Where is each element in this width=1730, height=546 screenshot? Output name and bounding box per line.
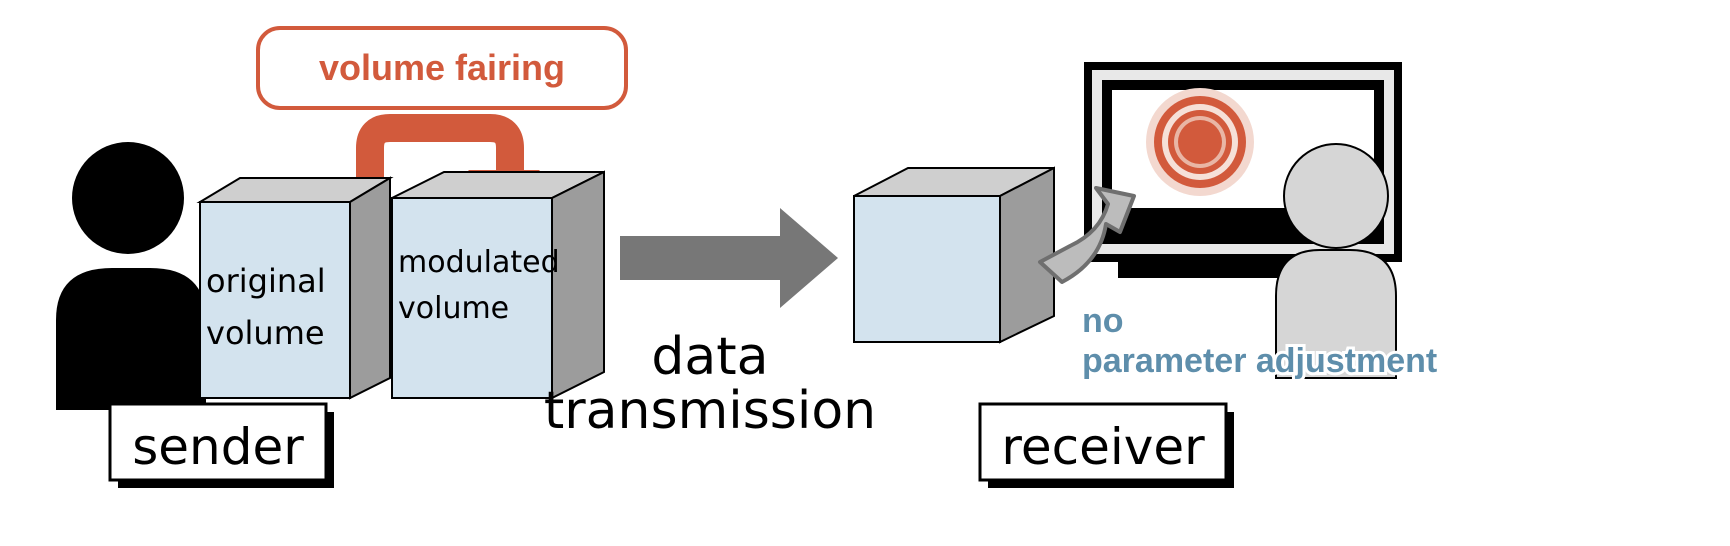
receiver-person-icon xyxy=(1275,143,1397,379)
receiver-label-box: receiver xyxy=(978,402,1234,488)
concentric-rings-icon xyxy=(1146,88,1254,196)
sender-label: sender xyxy=(132,418,304,476)
no-adjustment-label-line1: no xyxy=(1082,302,1124,340)
no-adjustment-label-line2: parameter adjustment xyxy=(1082,342,1437,380)
sender-person-icon xyxy=(56,142,206,410)
original-volume-label-line2: volume xyxy=(206,314,325,352)
receiver-label: receiver xyxy=(1001,418,1205,476)
modulated-volume-label-line1: modulated xyxy=(398,245,560,280)
original-volume-label-line1: original xyxy=(206,262,326,300)
modulated-volume-cube: modulated volume xyxy=(391,170,605,400)
original-volume-cube: original volume xyxy=(196,176,394,400)
volume-fairing-box: volume fairing xyxy=(256,26,628,110)
sender-label-box: sender xyxy=(108,402,334,488)
received-volume-cube xyxy=(853,166,1055,344)
transmission-arrow-icon xyxy=(620,208,838,308)
modulated-volume-label-line2: volume xyxy=(398,291,509,326)
display-arrow-icon xyxy=(1038,186,1136,284)
transmission-label-line2: transmission xyxy=(544,381,876,441)
transmission-label-line1: data xyxy=(651,327,768,387)
volume-fairing-label: volume fairing xyxy=(319,47,565,88)
